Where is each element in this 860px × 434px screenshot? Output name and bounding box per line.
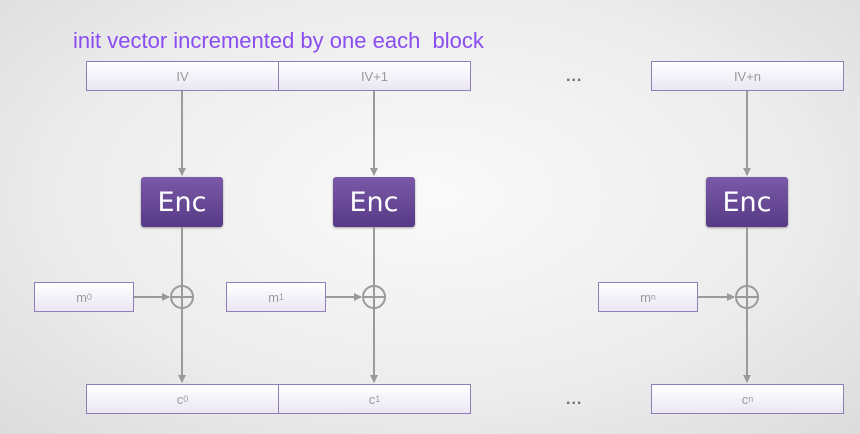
- message-label-n: m: [640, 289, 651, 305]
- message-subscript-0: 0: [86, 292, 92, 302]
- ciphertext-subscript-1: 1: [375, 394, 381, 404]
- iv-box-0: IV: [86, 61, 279, 91]
- iv-ellipsis: ...: [566, 68, 583, 85]
- iv-box-1: IV+1: [278, 61, 471, 91]
- message-subscript-1: 1: [278, 292, 284, 302]
- ciphertext-subscript-0: 0: [183, 394, 189, 404]
- enc-block-1: Enc: [333, 177, 415, 227]
- enc-block-0: Enc: [141, 177, 223, 227]
- message-label-1: m: [268, 289, 279, 305]
- ciphertext-ellipsis: ...: [566, 391, 583, 408]
- message-label-0: m: [76, 289, 87, 305]
- ciphertext-label-1: c: [368, 391, 376, 407]
- iv-box-n: IV+n: [651, 61, 844, 91]
- ciphertext-label-n: c: [741, 391, 749, 407]
- enc-block-n: Enc: [706, 177, 788, 227]
- diagram-caption: init vector incremented by one each bloc…: [73, 28, 484, 53]
- message-subscript-n: n: [650, 292, 656, 302]
- ciphertext-label-0: c: [176, 391, 184, 407]
- ciphertext-subscript-n: n: [748, 394, 754, 404]
